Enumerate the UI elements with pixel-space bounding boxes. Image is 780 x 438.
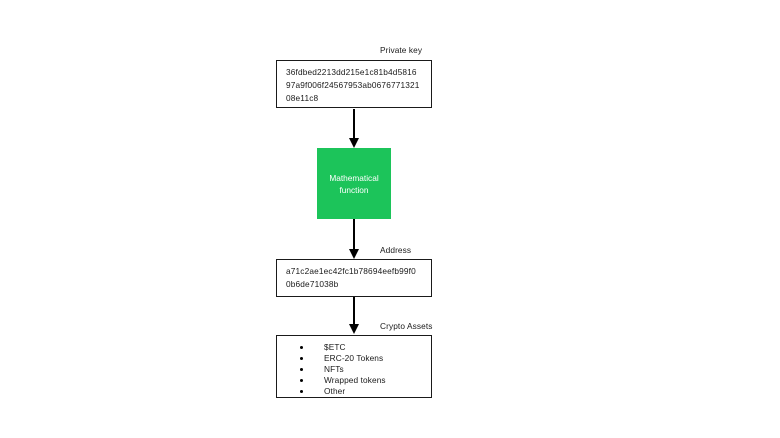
private-key-value-line-3: 08e11c8 bbox=[286, 93, 319, 103]
crypto-assets-box: $ETC ERC-20 Tokens NFTs Wrapped tokens O… bbox=[276, 335, 432, 398]
address-value-line-1: a71c2ae1ec42fc1b78694eefb99f0 bbox=[286, 266, 416, 276]
arrow-head-icon bbox=[349, 324, 359, 334]
crypto-asset-item-label: Wrapped tokens bbox=[324, 375, 386, 386]
bullet-icon bbox=[300, 389, 303, 393]
crypto-asset-item-label: Other bbox=[324, 386, 346, 396]
arrow-shaft bbox=[353, 109, 355, 139]
bullet-icon bbox=[300, 345, 303, 349]
private-key-value-line-1: 36fdbed2213dd215e1c81b4d5816 bbox=[286, 67, 417, 77]
crypto-asset-item: Wrapped tokens bbox=[277, 375, 431, 386]
address-label: Address bbox=[380, 245, 412, 255]
bullet-icon bbox=[300, 378, 303, 382]
crypto-asset-item: NFTs bbox=[277, 364, 431, 375]
crypto-asset-item-label: $ETC bbox=[324, 342, 346, 353]
arrow-head-icon bbox=[349, 138, 359, 148]
crypto-assets-label: Crypto Assets bbox=[380, 321, 433, 331]
crypto-asset-item: ERC-20 Tokens bbox=[277, 353, 431, 364]
bullet-icon bbox=[300, 367, 303, 371]
arrow-shaft bbox=[353, 219, 355, 250]
address-value-line-2: 0b6de71038b bbox=[286, 279, 339, 289]
function-label-line-1: Mathematical bbox=[329, 172, 379, 183]
function-label-line-2: function bbox=[339, 184, 369, 195]
crypto-asset-item-label: NFTs bbox=[324, 364, 344, 375]
arrow-head-icon bbox=[349, 249, 359, 259]
private-key-value-line-2: 97a9f006f24567953ab0676771321 bbox=[286, 80, 420, 90]
private-key-label: Private key bbox=[380, 45, 423, 55]
crypto-asset-item-label: ERC-20 Tokens bbox=[324, 353, 384, 364]
crypto-asset-item: Other bbox=[277, 386, 431, 397]
private-key-box: 36fdbed2213dd215e1c81b4d5816 97a9f006f24… bbox=[276, 60, 432, 108]
address-box: a71c2ae1ec42fc1b78694eefb99f0 0b6de71038… bbox=[276, 259, 432, 297]
mathematical-function-box: Mathematical function bbox=[317, 148, 391, 219]
arrow-shaft bbox=[353, 297, 355, 325]
bullet-icon bbox=[300, 356, 303, 360]
crypto-asset-item: $ETC bbox=[277, 342, 431, 353]
